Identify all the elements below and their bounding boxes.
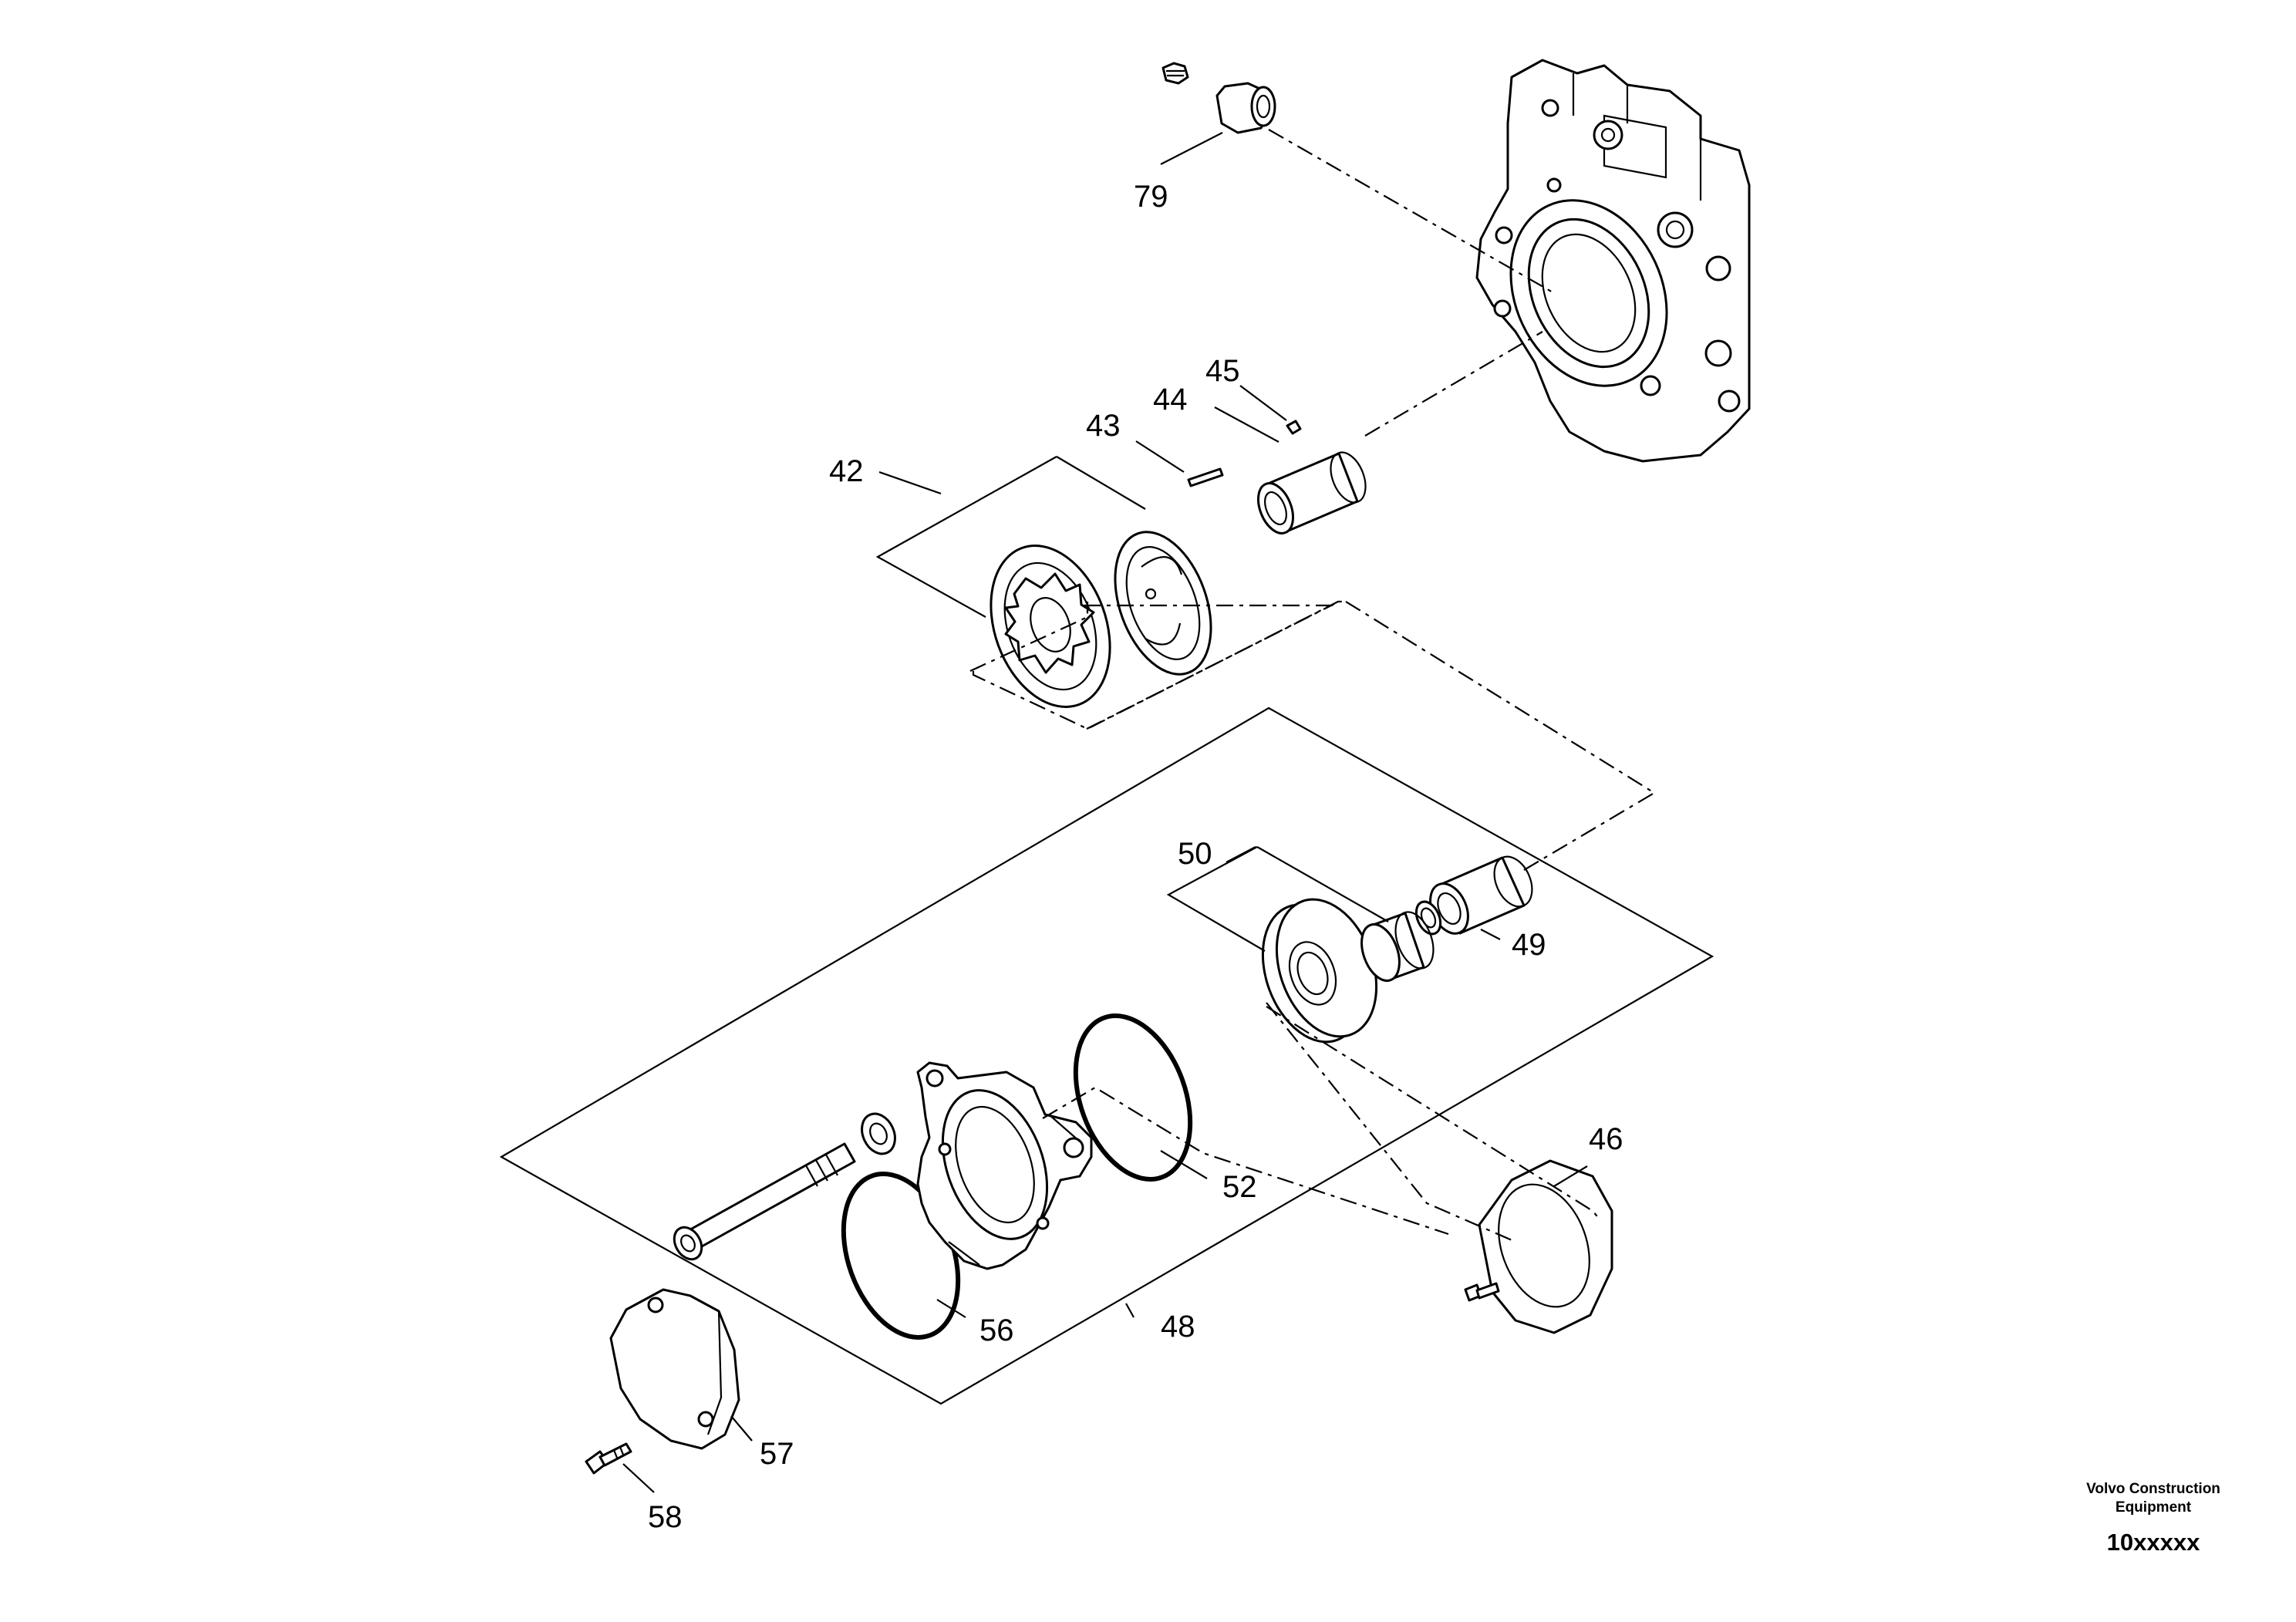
callout-50: 50 — [1178, 837, 1212, 871]
leader-lines — [622, 132, 1588, 1493]
bolt-48 — [673, 1142, 856, 1261]
assembly-centerlines — [969, 129, 1657, 1243]
pin-43 — [1187, 467, 1224, 487]
drawing-number: 10xxxxx — [2107, 1529, 2200, 1556]
company-name-line1: Volvo Construction — [2086, 1481, 2220, 1497]
group-frame-42 — [875, 456, 1146, 618]
bushing-49 — [1414, 855, 1533, 936]
callout-44: 44 — [1153, 383, 1188, 416]
callout-42: 42 — [829, 454, 864, 488]
pump-housing — [1475, 59, 1751, 463]
company-name-line2: Equipment — [2116, 1499, 2192, 1516]
o-ring-52 — [1073, 1013, 1193, 1182]
bearing-50 — [1261, 898, 1435, 1044]
callout-79: 79 — [1134, 180, 1168, 214]
callout-45: 45 — [1205, 354, 1240, 388]
callout-56: 56 — [979, 1313, 1014, 1347]
plug-79 — [1161, 62, 1276, 134]
plate-46 — [1464, 1159, 1613, 1334]
footer-stamp: Volvo Construction Equipment 10xxxxx — [2086, 1481, 2220, 1556]
callout-52: 52 — [1222, 1170, 1257, 1204]
gear-set-42 — [990, 531, 1212, 708]
callout-43: 43 — [1086, 409, 1121, 443]
flange-48 — [916, 1061, 1093, 1270]
group-frame-50 — [1166, 846, 1389, 952]
key-45 — [1286, 420, 1302, 435]
callout-labels: 79 45 44 43 42 50 49 46 52 56 48 57 58 — [648, 180, 1623, 1534]
washer-48 — [861, 1112, 896, 1155]
cover-57 — [609, 1288, 740, 1450]
callout-48: 48 — [1161, 1310, 1195, 1344]
callout-58: 58 — [648, 1500, 683, 1534]
callout-49: 49 — [1512, 928, 1546, 962]
group-frame-48 — [499, 706, 1714, 1405]
screw-58 — [585, 1442, 632, 1475]
callout-46: 46 — [1589, 1122, 1623, 1156]
callout-57: 57 — [760, 1437, 794, 1471]
sleeve-44 — [1257, 451, 1367, 534]
